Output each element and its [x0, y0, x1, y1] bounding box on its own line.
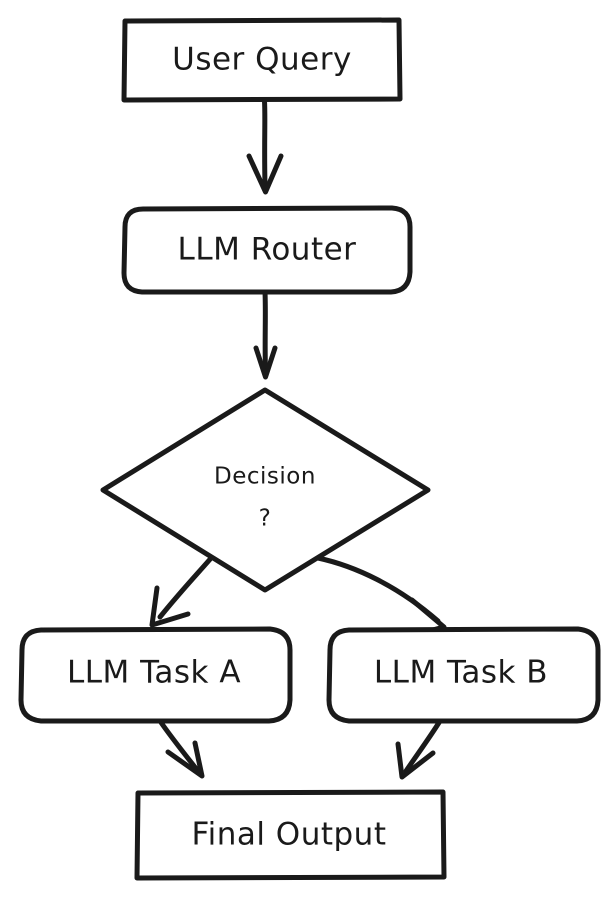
node-decision[interactable]: Decision ? — [100, 387, 431, 593]
llm-router-box — [121, 205, 413, 295]
decision-label-line2: ? — [259, 506, 272, 532]
edge-router-to-decision — [253, 289, 278, 380]
final-output-label: Final Output — [192, 817, 387, 853]
edge-task-b-to-output — [395, 718, 443, 780]
edge-decision-to-task-b — [315, 555, 447, 640]
node-llm-task-b[interactable]: LLM Task B — [326, 626, 601, 724]
llm-task-b-box — [326, 626, 601, 724]
edge-decision-to-task-a — [149, 554, 215, 628]
user-query-box — [121, 17, 403, 103]
node-user-query[interactable]: User Query — [121, 17, 403, 103]
node-llm-task-a[interactable]: LLM Task A — [18, 626, 293, 724]
edge-task-a-to-output — [157, 718, 205, 779]
llm-router-label: LLM Router — [178, 232, 357, 268]
user-query-label: User Query — [172, 42, 352, 78]
node-llm-router[interactable]: LLM Router — [121, 205, 413, 295]
decision-diamond — [100, 387, 431, 593]
decision-label-line1: Decision — [214, 464, 316, 490]
edge-query-to-router — [246, 98, 284, 195]
node-final-output[interactable]: Final Output — [134, 789, 447, 881]
llm-task-b-label: LLM Task B — [374, 655, 548, 691]
final-output-box — [134, 789, 447, 881]
llm-task-a-label: LLM Task A — [67, 655, 241, 691]
llm-task-a-box — [18, 626, 293, 724]
